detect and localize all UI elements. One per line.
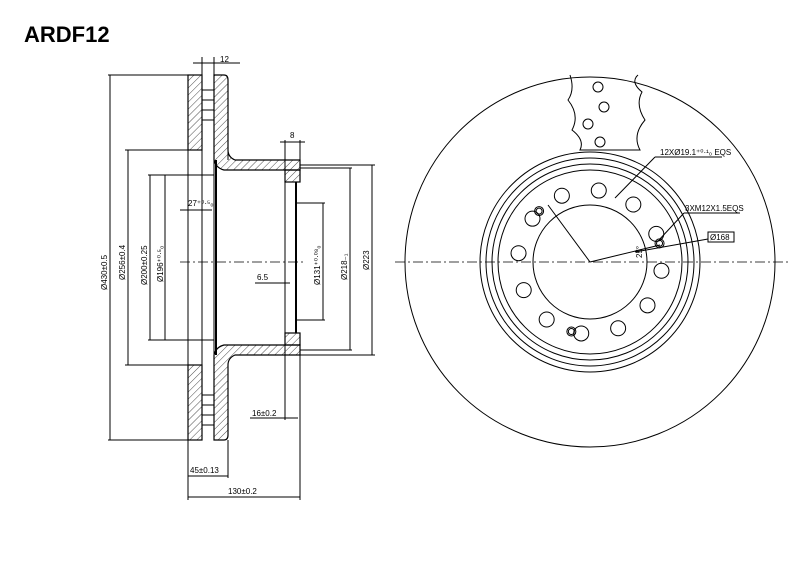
dim-d200: Ø200±0.25	[140, 245, 149, 285]
bolt-hole	[515, 282, 532, 299]
bolt-hole	[639, 297, 656, 314]
friction-plate-bottom-inner-hat	[213, 344, 301, 441]
bolt-hole	[590, 182, 607, 199]
cooling-vents	[202, 89, 214, 426]
hat-flange-bottom	[284, 332, 301, 346]
bolt-hole	[553, 187, 570, 204]
bolt-hole	[610, 320, 627, 337]
threaded-hole	[534, 206, 545, 217]
dim-d430: Ø430±0.5	[100, 254, 109, 290]
center-bore	[532, 204, 648, 320]
dim-d223: Ø223	[362, 250, 371, 270]
bolt-holes	[510, 182, 670, 342]
threaded-hole	[656, 239, 664, 247]
dim-width-12: 12	[220, 55, 229, 64]
part-number-title: ARDF12	[24, 22, 110, 47]
bolt-hole	[524, 210, 541, 227]
section-view: 12 8 27⁺⁰·⁵₀ Ø430±0.5 Ø256±0.4 Ø200±0.25…	[100, 55, 375, 500]
hat-flange-top	[284, 169, 301, 183]
dim-d196: Ø196⁺⁰·⁵₀	[156, 246, 165, 282]
dim-d131: Ø131⁺⁰·⁰⁸₀	[313, 245, 322, 285]
friction-plate-top-outer	[187, 74, 203, 151]
label-pcd: Ø168	[710, 233, 730, 242]
threaded-hole	[535, 207, 543, 215]
dim-45: 45±0.13	[190, 466, 219, 475]
front-view: 12XØ19.1⁺⁰·¹₀ EQS 3XM12X1.5EQS Ø168 25°	[395, 74, 790, 448]
dimension-lines	[108, 57, 375, 500]
dim-130: 130±0.2	[228, 487, 257, 496]
dim-16: 16±0.2	[252, 409, 277, 418]
friction-plate-top-inner-hat	[213, 74, 301, 171]
dim-hat-8: 8	[290, 131, 295, 140]
friction-plate-bottom-outer	[187, 364, 203, 441]
label-bolt-holes: 12XØ19.1⁺⁰·¹₀ EQS	[660, 148, 731, 157]
threaded-hole	[567, 328, 575, 336]
threaded-hole	[566, 326, 577, 337]
bolt-hole	[538, 311, 555, 328]
bolt-hole	[510, 245, 527, 262]
label-angle: 25°	[635, 246, 644, 258]
dim-d256: Ø256±0.4	[118, 244, 127, 280]
vent-cutaway	[567, 74, 646, 151]
bolt-hole	[653, 262, 670, 279]
bolt-hole	[625, 196, 642, 213]
disc-outer-edge	[404, 76, 776, 448]
bolt-hole	[648, 225, 665, 242]
dim-d218: Ø218₋₁	[340, 253, 349, 280]
dim-angle: 27⁺⁰·⁵₀	[188, 199, 214, 208]
dim-6-5: 6.5	[257, 273, 269, 282]
label-threaded-holes: 3XM12X1.5EQS	[685, 204, 744, 213]
